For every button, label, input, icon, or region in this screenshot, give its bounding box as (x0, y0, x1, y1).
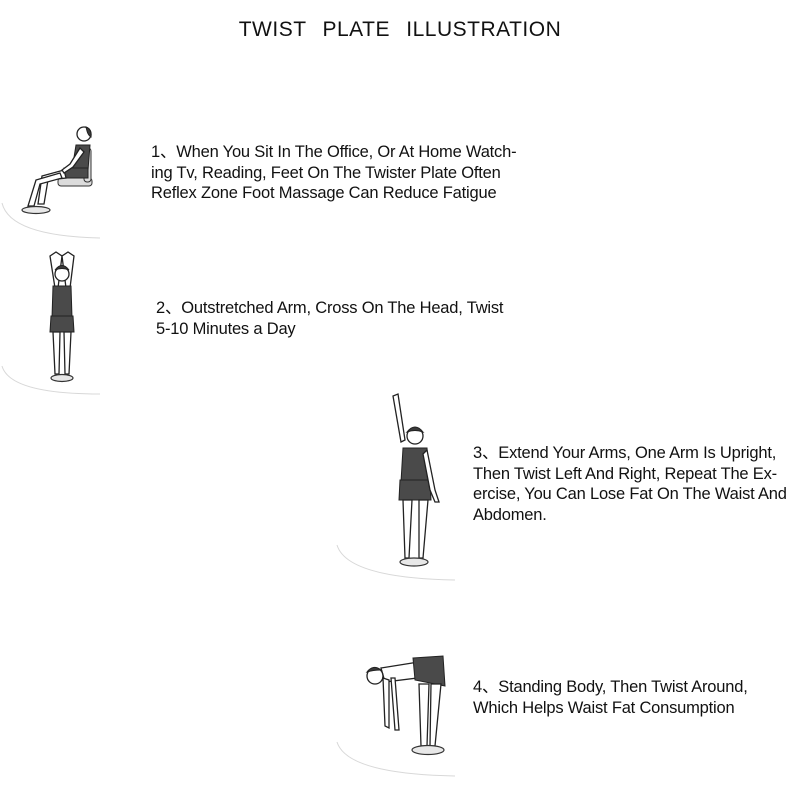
step-4-text: 4、Standing Body, Then Twist Around, Whic… (473, 678, 748, 717)
step-3-text: 3、Extend Your Arms, One Arm Is Upright, … (473, 444, 787, 524)
step-2-text: 2、Outstretched Arm, Cross On The Head, T… (156, 299, 504, 338)
seated-woman-icon (1, 126, 101, 239)
step-1-text: 1、When You Sit In The Office, Or At Home… (151, 143, 517, 202)
bending-woman-icon (336, 655, 456, 777)
arms-overhead-woman-icon (1, 251, 101, 395)
one-arm-up-woman-icon (336, 393, 456, 581)
page-title: TWIST PLATE ILLUSTRATION (238, 18, 562, 41)
